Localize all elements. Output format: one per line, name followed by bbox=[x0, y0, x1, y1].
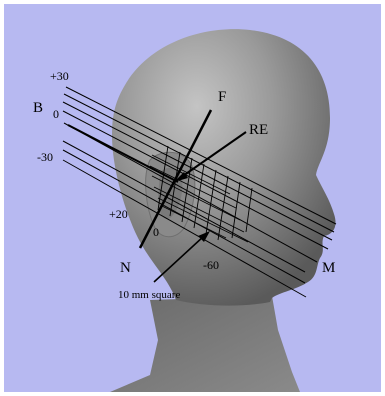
label-f: F bbox=[218, 89, 226, 105]
grid-line bbox=[149, 165, 237, 209]
grid-line bbox=[157, 197, 249, 243]
label-b: B bbox=[33, 100, 43, 116]
axis-f-n bbox=[138, 109, 213, 249]
strip-line bbox=[63, 93, 335, 233]
grid-line bbox=[169, 151, 181, 217]
strip-line bbox=[62, 110, 329, 250]
grid-line bbox=[181, 157, 193, 223]
strip-line bbox=[65, 86, 337, 225]
grid-line bbox=[245, 187, 253, 233]
diagram-canvas: +30 B 0 -30 F RE +20 0 N -60 M 10 mm squ… bbox=[33, 29, 337, 392]
strip-line bbox=[63, 122, 318, 263]
strip-line bbox=[62, 159, 307, 298]
neck-shape bbox=[110, 296, 300, 392]
label-minus60: -60 bbox=[203, 258, 219, 272]
re-arrow bbox=[174, 131, 247, 182]
label-plus30: +30 bbox=[50, 69, 69, 83]
grid-line bbox=[217, 175, 229, 241]
label-n: N bbox=[120, 260, 131, 276]
label-m: M bbox=[322, 260, 335, 276]
head-diagram: +30 B 0 -30 F RE +20 0 N -60 M 10 mm squ… bbox=[4, 4, 381, 392]
grid-line bbox=[153, 186, 245, 233]
measurement-grid bbox=[149, 145, 253, 243]
label-plus20: +20 bbox=[109, 207, 128, 221]
grid-line bbox=[157, 145, 169, 211]
strip-line bbox=[62, 101, 333, 241]
grid-line bbox=[161, 205, 227, 239]
label-re: RE bbox=[249, 122, 268, 138]
grid-line bbox=[193, 163, 205, 229]
baseline-b-m bbox=[67, 124, 179, 183]
scale-arrow bbox=[153, 231, 210, 283]
grid-line bbox=[151, 154, 231, 195]
grid-line bbox=[151, 175, 241, 221]
label-minus30: -30 bbox=[37, 150, 53, 164]
grid-line bbox=[231, 181, 241, 239]
label-zero-left: 0 bbox=[53, 107, 59, 121]
label-scale: 10 mm square bbox=[118, 289, 180, 301]
grid-line bbox=[205, 169, 217, 235]
label-zero-bottom: 0 bbox=[153, 225, 159, 239]
